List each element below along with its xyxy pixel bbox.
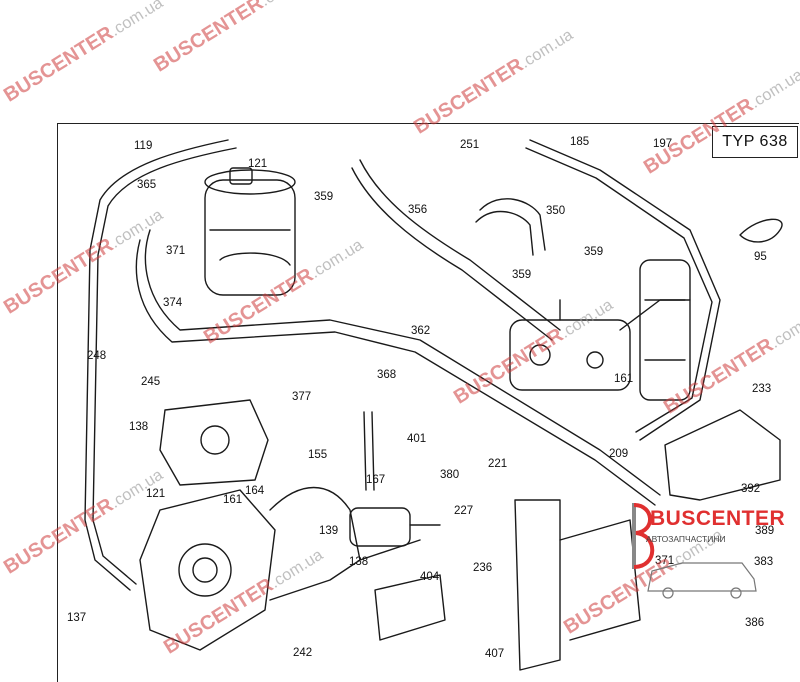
fuel-line-362-b — [135, 239, 656, 506]
logo-subtitle: АВТОЗАПЧАСТИНИ — [646, 534, 726, 544]
part-label: 245 — [141, 376, 161, 388]
part-label: 248 — [87, 350, 107, 362]
part-label: 365 — [137, 179, 157, 191]
part-label: 371 — [166, 245, 186, 257]
type-label: TYP 638 — [712, 126, 798, 158]
part-label: 392 — [741, 483, 761, 495]
part-label: 389 — [755, 525, 775, 537]
fuel-line-185-b — [525, 147, 713, 433]
lower-right-housing — [514, 499, 641, 671]
part-label: 242 — [293, 647, 313, 659]
part-label: 251 — [460, 139, 480, 151]
part-label: 121 — [146, 488, 166, 500]
part-label: 356 — [408, 204, 428, 216]
part-label: 167 — [366, 474, 386, 486]
part-label: 368 — [377, 369, 397, 381]
part-label: 350 — [546, 205, 566, 217]
pump-upper-138 — [159, 399, 269, 486]
tube-167 — [363, 411, 367, 491]
part-label: 233 — [752, 383, 772, 395]
part-label: 359 — [512, 269, 532, 281]
part-label: 119 — [134, 140, 153, 152]
valve-body-center — [509, 299, 691, 391]
valve-139 — [349, 507, 441, 547]
part-label: 359 — [314, 191, 334, 203]
part-label: 227 — [454, 505, 474, 517]
bracket-233 — [664, 409, 781, 501]
part-label: 371 — [655, 555, 675, 567]
part-label: 121 — [248, 158, 268, 170]
fuel-line-137 — [269, 539, 421, 601]
part-label: 380 — [440, 469, 460, 481]
buscenter-logo: BUSCENTER АВТОЗАПЧАСТИНИ — [620, 497, 798, 599]
fuel-line-155 — [269, 486, 361, 561]
diagram-frame — [57, 123, 799, 682]
part-label: 359 — [584, 246, 604, 258]
part-label: 404 — [420, 571, 440, 583]
part-label: 236 — [473, 562, 493, 574]
fuel-line-185 — [529, 139, 721, 441]
part-label: 383 — [754, 556, 774, 568]
bracket-404 — [374, 574, 446, 641]
part-label: 401 — [407, 433, 427, 445]
part-label: 137 — [67, 612, 87, 624]
logo-title: BUSCENTER — [650, 507, 786, 530]
fuel-filter-housing — [204, 167, 296, 296]
part-label: 221 — [488, 458, 508, 470]
part-label: 197 — [653, 138, 673, 150]
part-label: 164 — [245, 485, 265, 497]
high-pressure-pump — [139, 489, 276, 651]
fuel-line-119-inner — [92, 147, 237, 585]
part-label: 386 — [745, 617, 765, 629]
part-label: 362 — [411, 325, 431, 337]
part-label: 185 — [570, 136, 590, 148]
van-icon — [647, 562, 757, 599]
clip-95 — [739, 218, 783, 243]
fuel-line-356-b — [351, 167, 553, 341]
part-label: 155 — [308, 449, 328, 461]
pump-right — [639, 259, 691, 401]
part-label: 407 — [485, 648, 505, 660]
fuel-line-356 — [359, 159, 561, 331]
part-label: 209 — [609, 448, 629, 460]
part-label: 95 — [754, 251, 767, 263]
fuel-line-119 — [84, 139, 229, 591]
part-label: 139 — [319, 525, 339, 537]
part-label: 138 — [349, 556, 369, 568]
part-label: 161 — [223, 494, 243, 506]
part-label: 374 — [163, 297, 183, 309]
part-label: 377 — [292, 391, 312, 403]
logo-b-icon — [632, 503, 655, 569]
tube-167-b — [371, 411, 375, 491]
fuel-line-362 — [144, 229, 661, 496]
hose-350 — [479, 198, 546, 251]
hose-350-b — [475, 210, 534, 256]
part-label: 138 — [129, 421, 149, 433]
part-label: 161 — [614, 373, 634, 385]
